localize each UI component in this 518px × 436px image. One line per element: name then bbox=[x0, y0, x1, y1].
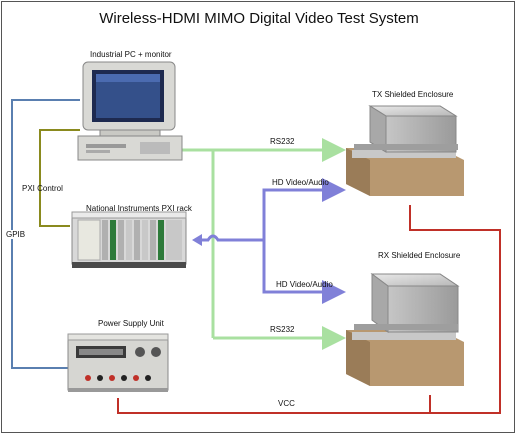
pxi-rack-icon bbox=[71, 211, 187, 268]
hd-top-line bbox=[262, 178, 346, 240]
vcc-label: VCC bbox=[278, 399, 295, 408]
rs232-bottom-label: RS232 bbox=[270, 325, 295, 334]
hd-rack-arrowhead bbox=[192, 234, 202, 246]
rx-enclosure-label: RX Shielded Enclosure bbox=[378, 251, 461, 260]
rs232-top-label: RS232 bbox=[270, 137, 295, 146]
diagram-title: Wireless-HDMI MIMO Digital Video Test Sy… bbox=[99, 10, 419, 27]
hd-top-label: HD Video/Audio bbox=[272, 178, 329, 187]
gpib-label: GPIB bbox=[6, 230, 26, 239]
hd-bottom-line bbox=[262, 240, 346, 304]
pc-label: Industrial PC + monitor bbox=[90, 50, 172, 59]
hd-rack-line bbox=[196, 234, 264, 242]
power-supply-icon bbox=[67, 333, 169, 392]
vcc-line bbox=[117, 205, 501, 414]
rx-enclosure-icon bbox=[346, 273, 464, 386]
psu-label: Power Supply Unit bbox=[98, 319, 164, 328]
pxi-rack-label: National Instruments PXI rack bbox=[86, 204, 192, 213]
industrial-pc-icon bbox=[77, 61, 183, 161]
pxi-control-line bbox=[39, 129, 80, 227]
tx-enclosure-label: TX Shielded Enclosure bbox=[372, 90, 454, 99]
hd-bottom-label: HD Video/Audio bbox=[276, 280, 333, 289]
tx-enclosure-icon bbox=[346, 105, 464, 196]
pxi-control-label: PXI Control bbox=[22, 184, 63, 193]
